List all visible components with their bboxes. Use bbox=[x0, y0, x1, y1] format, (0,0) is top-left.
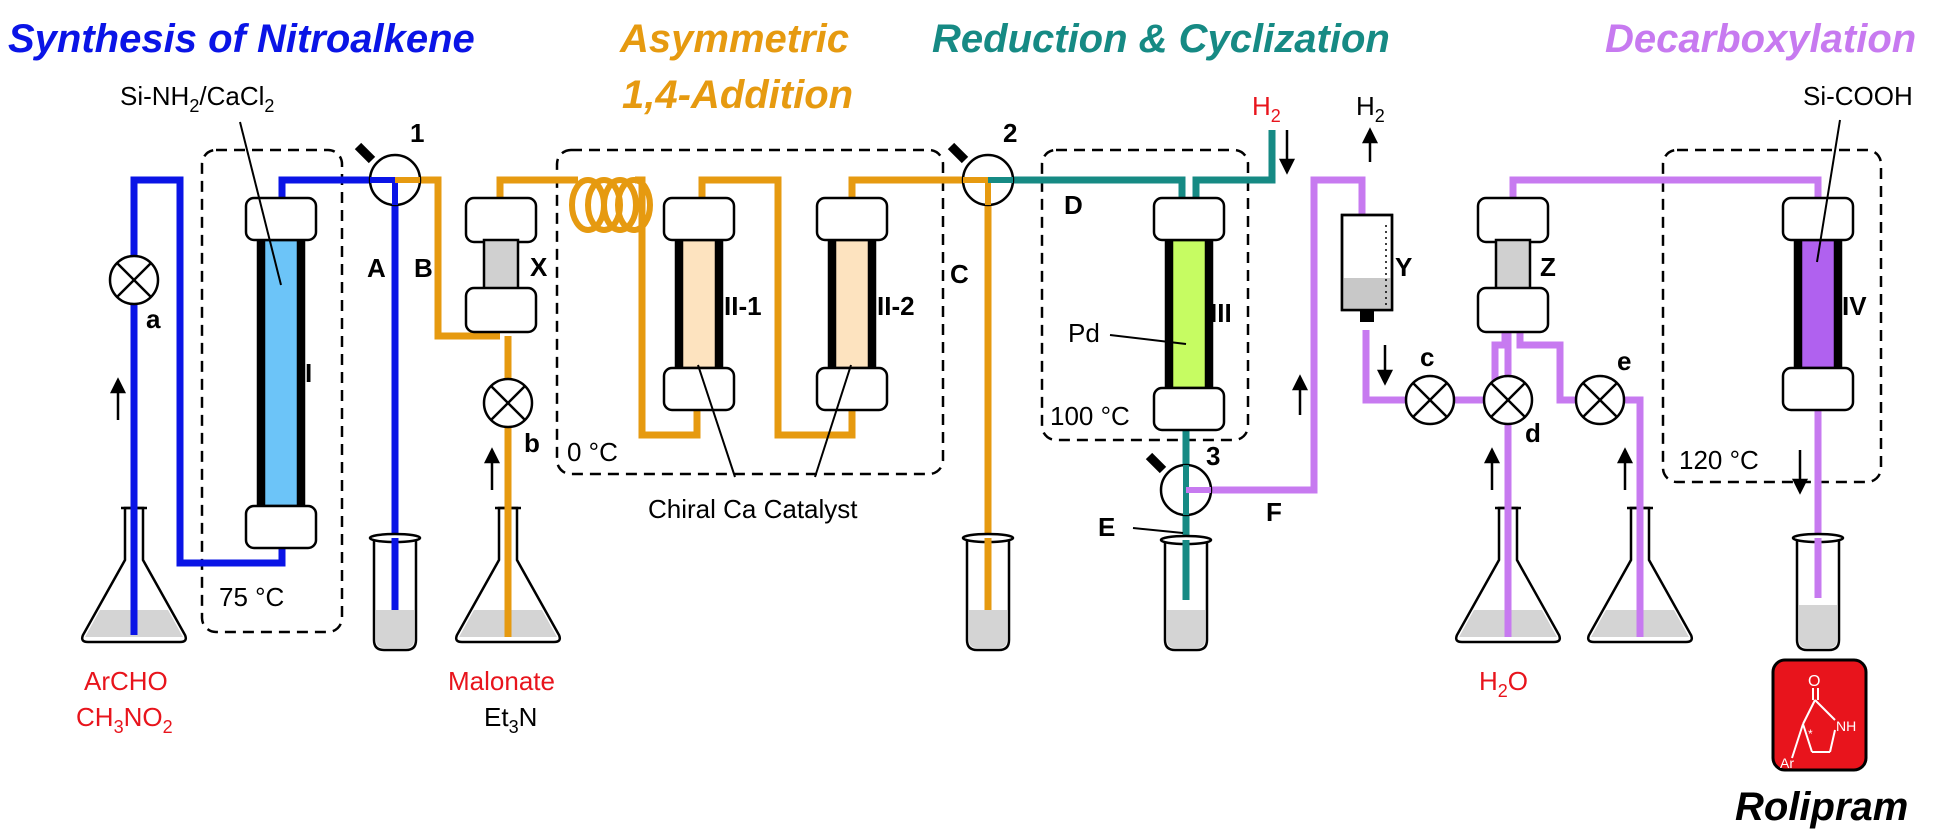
temp-75: 75 °C bbox=[219, 582, 284, 612]
tube-teal-D bbox=[988, 176, 1186, 205]
title-synthesis: Synthesis of Nitroalkene bbox=[8, 17, 475, 61]
label-valve-3: 3 bbox=[1206, 441, 1220, 471]
column-III bbox=[1152, 196, 1226, 432]
label-column-II-2: II-2 bbox=[877, 291, 915, 321]
label-cartridge-X: X bbox=[530, 252, 548, 282]
tube-blue-to-valve1 bbox=[278, 176, 399, 590]
title-asymmetric-line2: 1,4-Addition bbox=[622, 73, 853, 117]
title-reduction: Reduction & Cyclization bbox=[932, 17, 1390, 61]
rolipram-oxygen: O bbox=[1808, 673, 1820, 690]
label-si-nh2-cacl2: Si-NH2/CaCl2 bbox=[120, 81, 274, 116]
label-h2-vent: H2 bbox=[1356, 91, 1385, 126]
cartridge-X bbox=[464, 196, 538, 334]
label-column-I: I bbox=[305, 358, 312, 388]
label-pump-a: a bbox=[146, 304, 161, 334]
valve-2 bbox=[947, 142, 1015, 207]
tube-teal-H2 bbox=[1192, 130, 1276, 205]
temp-0: 0 °C bbox=[567, 437, 618, 467]
tube-orange-II1-to-II2 bbox=[698, 176, 856, 439]
title-asymmetric-line1: Asymmetric bbox=[619, 17, 849, 61]
rolipram-stereo-star: * bbox=[1808, 727, 1813, 741]
title-decarboxylation: Decarboxylation bbox=[1605, 17, 1916, 61]
pump-c bbox=[1404, 374, 1456, 426]
flask-malonate bbox=[454, 500, 562, 644]
label-et3n: Et3N bbox=[484, 702, 537, 737]
label-h2-red: H2 bbox=[1252, 91, 1281, 126]
label-separator-Y: Y bbox=[1395, 252, 1412, 282]
label-stream-E: E bbox=[1098, 512, 1115, 542]
label-archo: ArCHO bbox=[84, 666, 168, 696]
pump-d bbox=[1482, 374, 1534, 426]
rolipram-ar: Ar bbox=[1780, 755, 1794, 771]
vial-product bbox=[1791, 532, 1845, 652]
flask-e bbox=[1586, 500, 1694, 644]
label-pd: Pd bbox=[1068, 318, 1100, 348]
cooler-box-0 bbox=[555, 148, 945, 476]
label-pump-c: c bbox=[1420, 342, 1434, 372]
label-column-IV: IV bbox=[1842, 291, 1867, 321]
vial-A bbox=[368, 532, 422, 652]
label-pump-b: b bbox=[524, 428, 540, 458]
heater-box-120 bbox=[1661, 148, 1883, 484]
cartridge-Z bbox=[1476, 196, 1550, 334]
tube-orange-X-to-coil bbox=[496, 176, 578, 205]
valve-1 bbox=[354, 142, 422, 207]
tube-purple-e-to-Z bbox=[1516, 330, 1644, 640]
label-stream-C: C bbox=[950, 259, 969, 289]
leader-lines bbox=[239, 119, 1841, 534]
reactor-coil bbox=[569, 177, 653, 233]
label-column-III: III bbox=[1210, 298, 1232, 328]
label-chiral-catalyst: Chiral Ca Catalyst bbox=[648, 494, 858, 524]
label-ch3no2: CH3NO2 bbox=[76, 702, 173, 737]
rolipram-structure: O NH Ar * bbox=[1771, 658, 1868, 772]
label-valve-2: 2 bbox=[1003, 118, 1017, 148]
label-pump-e: e bbox=[1617, 346, 1631, 376]
valve-3 bbox=[1145, 452, 1213, 517]
flow-arrows bbox=[109, 127, 1809, 495]
vial-C bbox=[961, 532, 1015, 652]
label-stream-A: A bbox=[367, 253, 386, 283]
heater-box-75 bbox=[200, 148, 344, 634]
vial-E bbox=[1159, 534, 1213, 652]
label-cartridge-Z: Z bbox=[1540, 252, 1556, 282]
label-si-cooh: Si-COOH bbox=[1803, 81, 1913, 111]
rolipram-nh: NH bbox=[1836, 718, 1856, 734]
heater-box-100 bbox=[1040, 148, 1250, 442]
label-column-II-1: II-1 bbox=[724, 291, 762, 321]
pump-e bbox=[1574, 374, 1626, 426]
label-rolipram: Rolipram bbox=[1735, 785, 1908, 829]
pump-a bbox=[108, 254, 160, 306]
flask-water bbox=[1454, 500, 1562, 644]
label-stream-B: B bbox=[414, 253, 433, 283]
temp-100: 100 °C bbox=[1050, 401, 1130, 431]
tube-purple-F bbox=[1186, 176, 1366, 494]
tube-purple-Z-to-IV bbox=[1509, 176, 1822, 205]
label-h2o: H2O bbox=[1479, 666, 1528, 701]
tube-orange-II2-to-valve2 bbox=[848, 176, 992, 590]
label-malonate: Malonate bbox=[448, 666, 555, 696]
pump-b bbox=[482, 377, 534, 429]
gas-separator-Y bbox=[1340, 213, 1394, 322]
label-stream-D: D bbox=[1064, 190, 1083, 220]
column-II-2 bbox=[815, 196, 889, 412]
label-valve-1: 1 bbox=[410, 118, 424, 148]
temp-120: 120 °C bbox=[1679, 445, 1759, 475]
label-stream-F: F bbox=[1266, 497, 1282, 527]
flask-archo bbox=[80, 500, 188, 644]
label-pump-d: d bbox=[1525, 418, 1541, 448]
